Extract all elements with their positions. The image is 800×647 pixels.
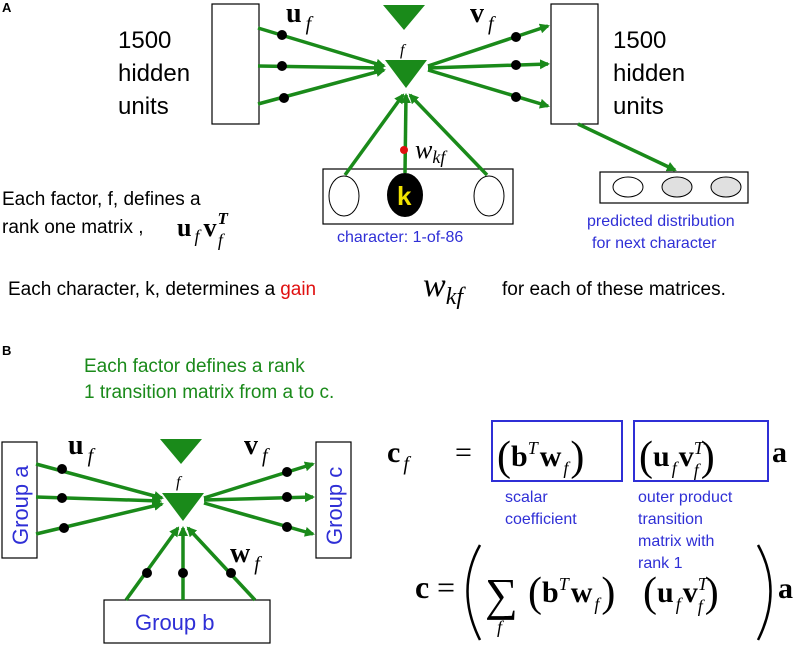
panel-b-text-2: 1 transition matrix from a to c.: [84, 382, 334, 403]
eq2-sigma: ∑: [485, 569, 518, 620]
input-to-factor-arrows: [343, 93, 489, 177]
input-unit-left: [328, 175, 360, 217]
eq2-c: c: [415, 569, 429, 605]
weight-dot-v1: [511, 32, 521, 42]
group-b-label: Group b: [135, 610, 215, 635]
input-unit-right: [473, 175, 505, 217]
weight-dot-b-w3: [226, 568, 236, 578]
weight-dot-b-v2: [282, 492, 292, 502]
prediction-unit-3: [710, 176, 742, 198]
weight-dot-v2: [511, 60, 521, 70]
weight-dot-u1: [277, 30, 287, 40]
eq2-sigma-sub: f: [497, 617, 505, 637]
group-a-box: [1, 441, 38, 559]
hidden-to-prediction-arrow: [577, 122, 677, 172]
group-a-label: Group a: [8, 465, 33, 545]
prediction-unit-2: [661, 176, 693, 198]
group-c-label: Group c: [322, 467, 347, 545]
outer-caption-4: rank 1: [638, 555, 683, 572]
weight-dot-b-v1: [282, 467, 292, 477]
panel-a-label: A: [2, 0, 12, 15]
factor-text-line1: Each factor, f, defines a: [2, 189, 201, 210]
scalar-box: [491, 420, 623, 482]
scalar-caption-2: coefficient: [505, 511, 577, 528]
prediction-unit-1: [612, 176, 644, 198]
right-hidden-box: [550, 3, 599, 125]
weight-dot-b-u3: [59, 523, 69, 533]
weight-dot-b-w1: [142, 568, 152, 578]
factor-text-line2: rank one matrix ,: [2, 217, 144, 238]
outer-caption-2: transition: [638, 511, 703, 528]
eq2-right-big-paren: [756, 544, 772, 641]
k-label: k: [397, 181, 412, 211]
left-hidden-label-2: hidden: [118, 60, 190, 87]
right-hidden-label-2: hidden: [613, 60, 685, 87]
eq2-a: a: [778, 572, 793, 605]
weight-dot-b-v3: [282, 522, 292, 532]
scalar-caption-1: scalar: [505, 489, 548, 506]
left-hidden-label-1: 1500: [118, 27, 171, 54]
group-c-box: [315, 441, 352, 559]
factor-top-triangle: [383, 5, 425, 30]
weight-dot-v3: [511, 92, 521, 102]
group-a-to-factor-arrows: [35, 462, 164, 536]
outer-product-box: [633, 420, 769, 482]
factor-to-right-arrows: [427, 23, 550, 109]
outer-caption-3: matrix with: [638, 533, 714, 550]
prediction-caption-1: predicted distribution: [587, 213, 735, 230]
weight-dot-u3: [279, 93, 289, 103]
left-hidden-label-3: units: [118, 93, 169, 120]
weight-dot-b-u2: [57, 493, 67, 503]
weight-dot-b-w2: [178, 568, 188, 578]
factor-to-group-c-arrows: [203, 461, 315, 537]
weight-dot-u2: [277, 61, 287, 71]
gain-text-end: for each of these matrices.: [502, 279, 726, 300]
prediction-caption-2: for next character: [592, 235, 717, 252]
factor-b-triangle: [162, 493, 204, 521]
left-hidden-box: [211, 3, 260, 125]
factor-label: f: [400, 42, 407, 59]
outer-caption-1: outer product: [638, 489, 733, 506]
eq2-equals: =: [437, 569, 455, 605]
eq1-a: a: [772, 436, 787, 469]
left-to-factor-arrows: [257, 26, 386, 106]
gain-weight-dot: [400, 146, 408, 154]
factor-triangle: [385, 60, 427, 88]
gain-w-kf: wkf: [423, 267, 466, 310]
weight-dot-b-u1: [57, 464, 67, 474]
panel-b-text-1: Each factor defines a rank: [84, 356, 305, 377]
eq2-left-big-paren: [466, 544, 482, 641]
w-kf-label: wkf: [415, 135, 448, 167]
panel-b-label: B: [2, 343, 11, 358]
factor-b-label: f: [176, 474, 183, 491]
input-caption: character: 1-of-86: [337, 229, 463, 246]
input-unit-k: [387, 173, 423, 217]
right-hidden-label-3: units: [613, 93, 664, 120]
right-hidden-label-1: 1500: [613, 27, 666, 54]
group-b-to-factor-arrows: [124, 526, 257, 602]
group-b-box: [103, 599, 271, 644]
eq1-equals: =: [455, 436, 472, 469]
factor-b-top-triangle: [160, 439, 202, 464]
